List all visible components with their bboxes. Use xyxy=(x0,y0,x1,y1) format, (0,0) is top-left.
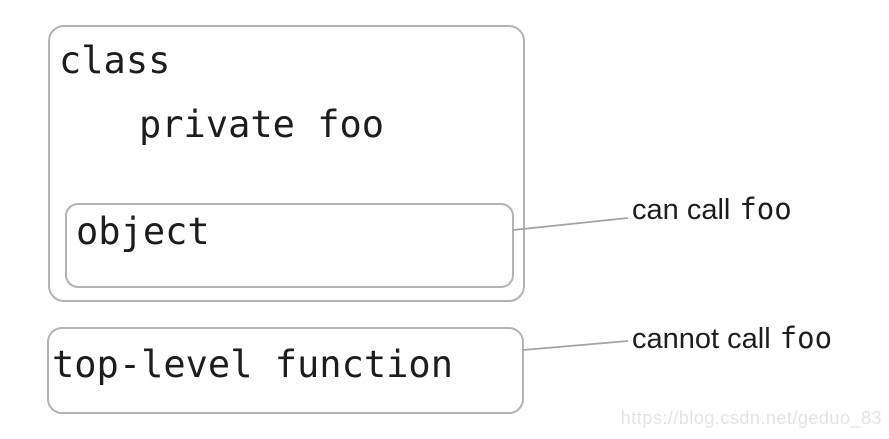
connector-line-can-call xyxy=(512,217,629,231)
class-label: class xyxy=(59,39,171,82)
annotation-can-call-text: can call xyxy=(632,194,731,226)
watermark: https://blog.csdn.net/geduo_83 xyxy=(620,408,882,428)
annotation-cannot-call-text: cannot call xyxy=(632,323,771,355)
private-foo-label: private foo xyxy=(139,103,385,146)
object-box xyxy=(65,203,514,288)
object-label: object xyxy=(76,210,210,253)
annotation-cannot-call-code: foo xyxy=(779,321,833,355)
annotation-can-call-code: foo xyxy=(739,192,792,226)
class-box xyxy=(48,25,525,302)
top-level-function-box xyxy=(47,327,524,414)
top-level-function-label: top-level function xyxy=(52,343,453,386)
connector-line-cannot-call xyxy=(522,340,629,351)
